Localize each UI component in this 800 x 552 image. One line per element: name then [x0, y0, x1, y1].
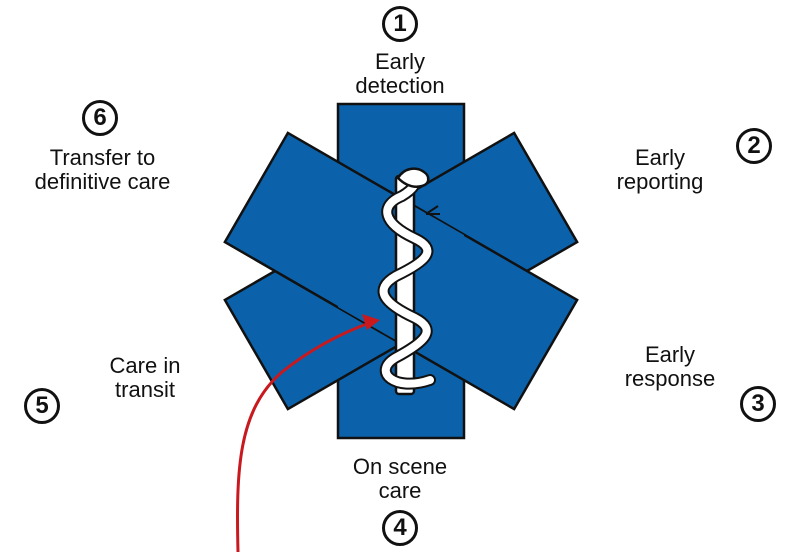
step-label-1-line-2: detection	[355, 73, 445, 98]
step-label-1-line-1: Early	[374, 49, 426, 74]
step-badge-3: 3	[740, 386, 776, 422]
step-badge-1: 1	[382, 6, 418, 42]
step-badge-6: 6	[82, 100, 118, 136]
step-label-2-line-1: Early	[634, 145, 686, 170]
step-label-6: Transfer to definitive care	[0, 146, 205, 194]
step-label-4-line-1: On scene	[352, 454, 448, 479]
red-curved-arrow	[236, 314, 380, 552]
step-label-5-line-2: transit	[115, 377, 175, 402]
step-label-3-line-2: response	[624, 366, 716, 391]
serpent-body	[379, 172, 434, 388]
arrow-line	[236, 320, 373, 552]
arrow-head	[362, 314, 380, 330]
step-label-6-line-2: definitive care	[34, 169, 171, 194]
serpent-tongue	[425, 205, 440, 215]
step-badge-4: 4	[382, 510, 418, 546]
step-label-5-line-1: Care in	[109, 353, 181, 378]
step-label-2: Early reporting	[580, 146, 740, 194]
step-label-4: On scene care	[300, 455, 500, 503]
step-label-3: Early response	[590, 343, 750, 391]
serpent-head	[396, 167, 430, 188]
step-label-2-line-2: reporting	[616, 169, 704, 194]
step-label-4-line-2: care	[378, 478, 422, 503]
step-label-3-line-1: Early	[644, 342, 696, 367]
step-badge-5: 5	[24, 388, 60, 424]
rod-of-asclepius-icon	[377, 167, 440, 396]
step-badge-2: 2	[736, 128, 772, 164]
step-label-1: Early detection	[300, 50, 500, 98]
step-label-5: Care in transit	[60, 354, 230, 402]
step-label-6-line-1: Transfer to	[49, 145, 156, 170]
